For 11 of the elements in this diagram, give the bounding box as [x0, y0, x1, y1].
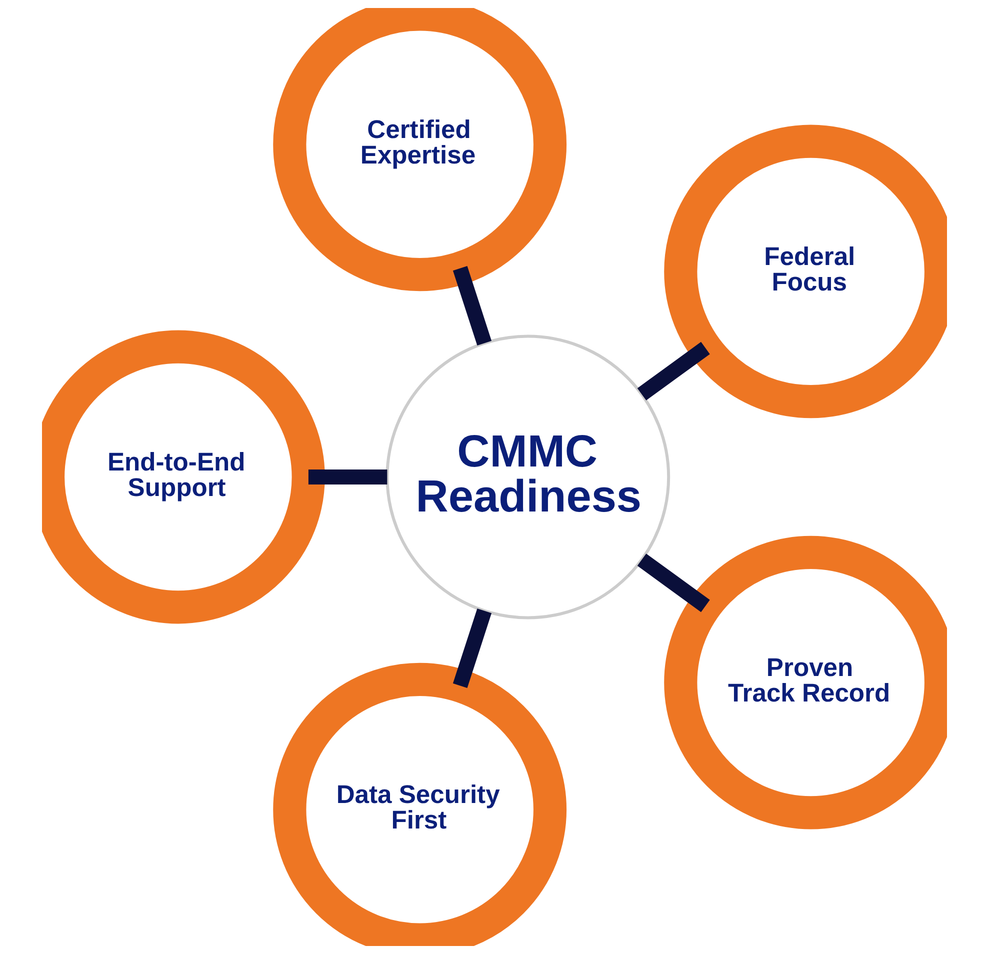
connector	[636, 342, 710, 400]
connector	[452, 608, 492, 688]
node-circle: Proven Track Record	[664, 536, 946, 830]
connector	[636, 554, 710, 612]
node-circle: End-to-End Support	[42, 330, 324, 624]
connector	[452, 266, 492, 346]
node-circle: Certified Expertise	[272, 8, 566, 292]
node-circle: Federal Focus	[664, 124, 946, 418]
connector	[308, 469, 387, 485]
node-circle: CMMC Readiness	[385, 334, 670, 620]
node-circle: Data Security First	[272, 662, 566, 946]
